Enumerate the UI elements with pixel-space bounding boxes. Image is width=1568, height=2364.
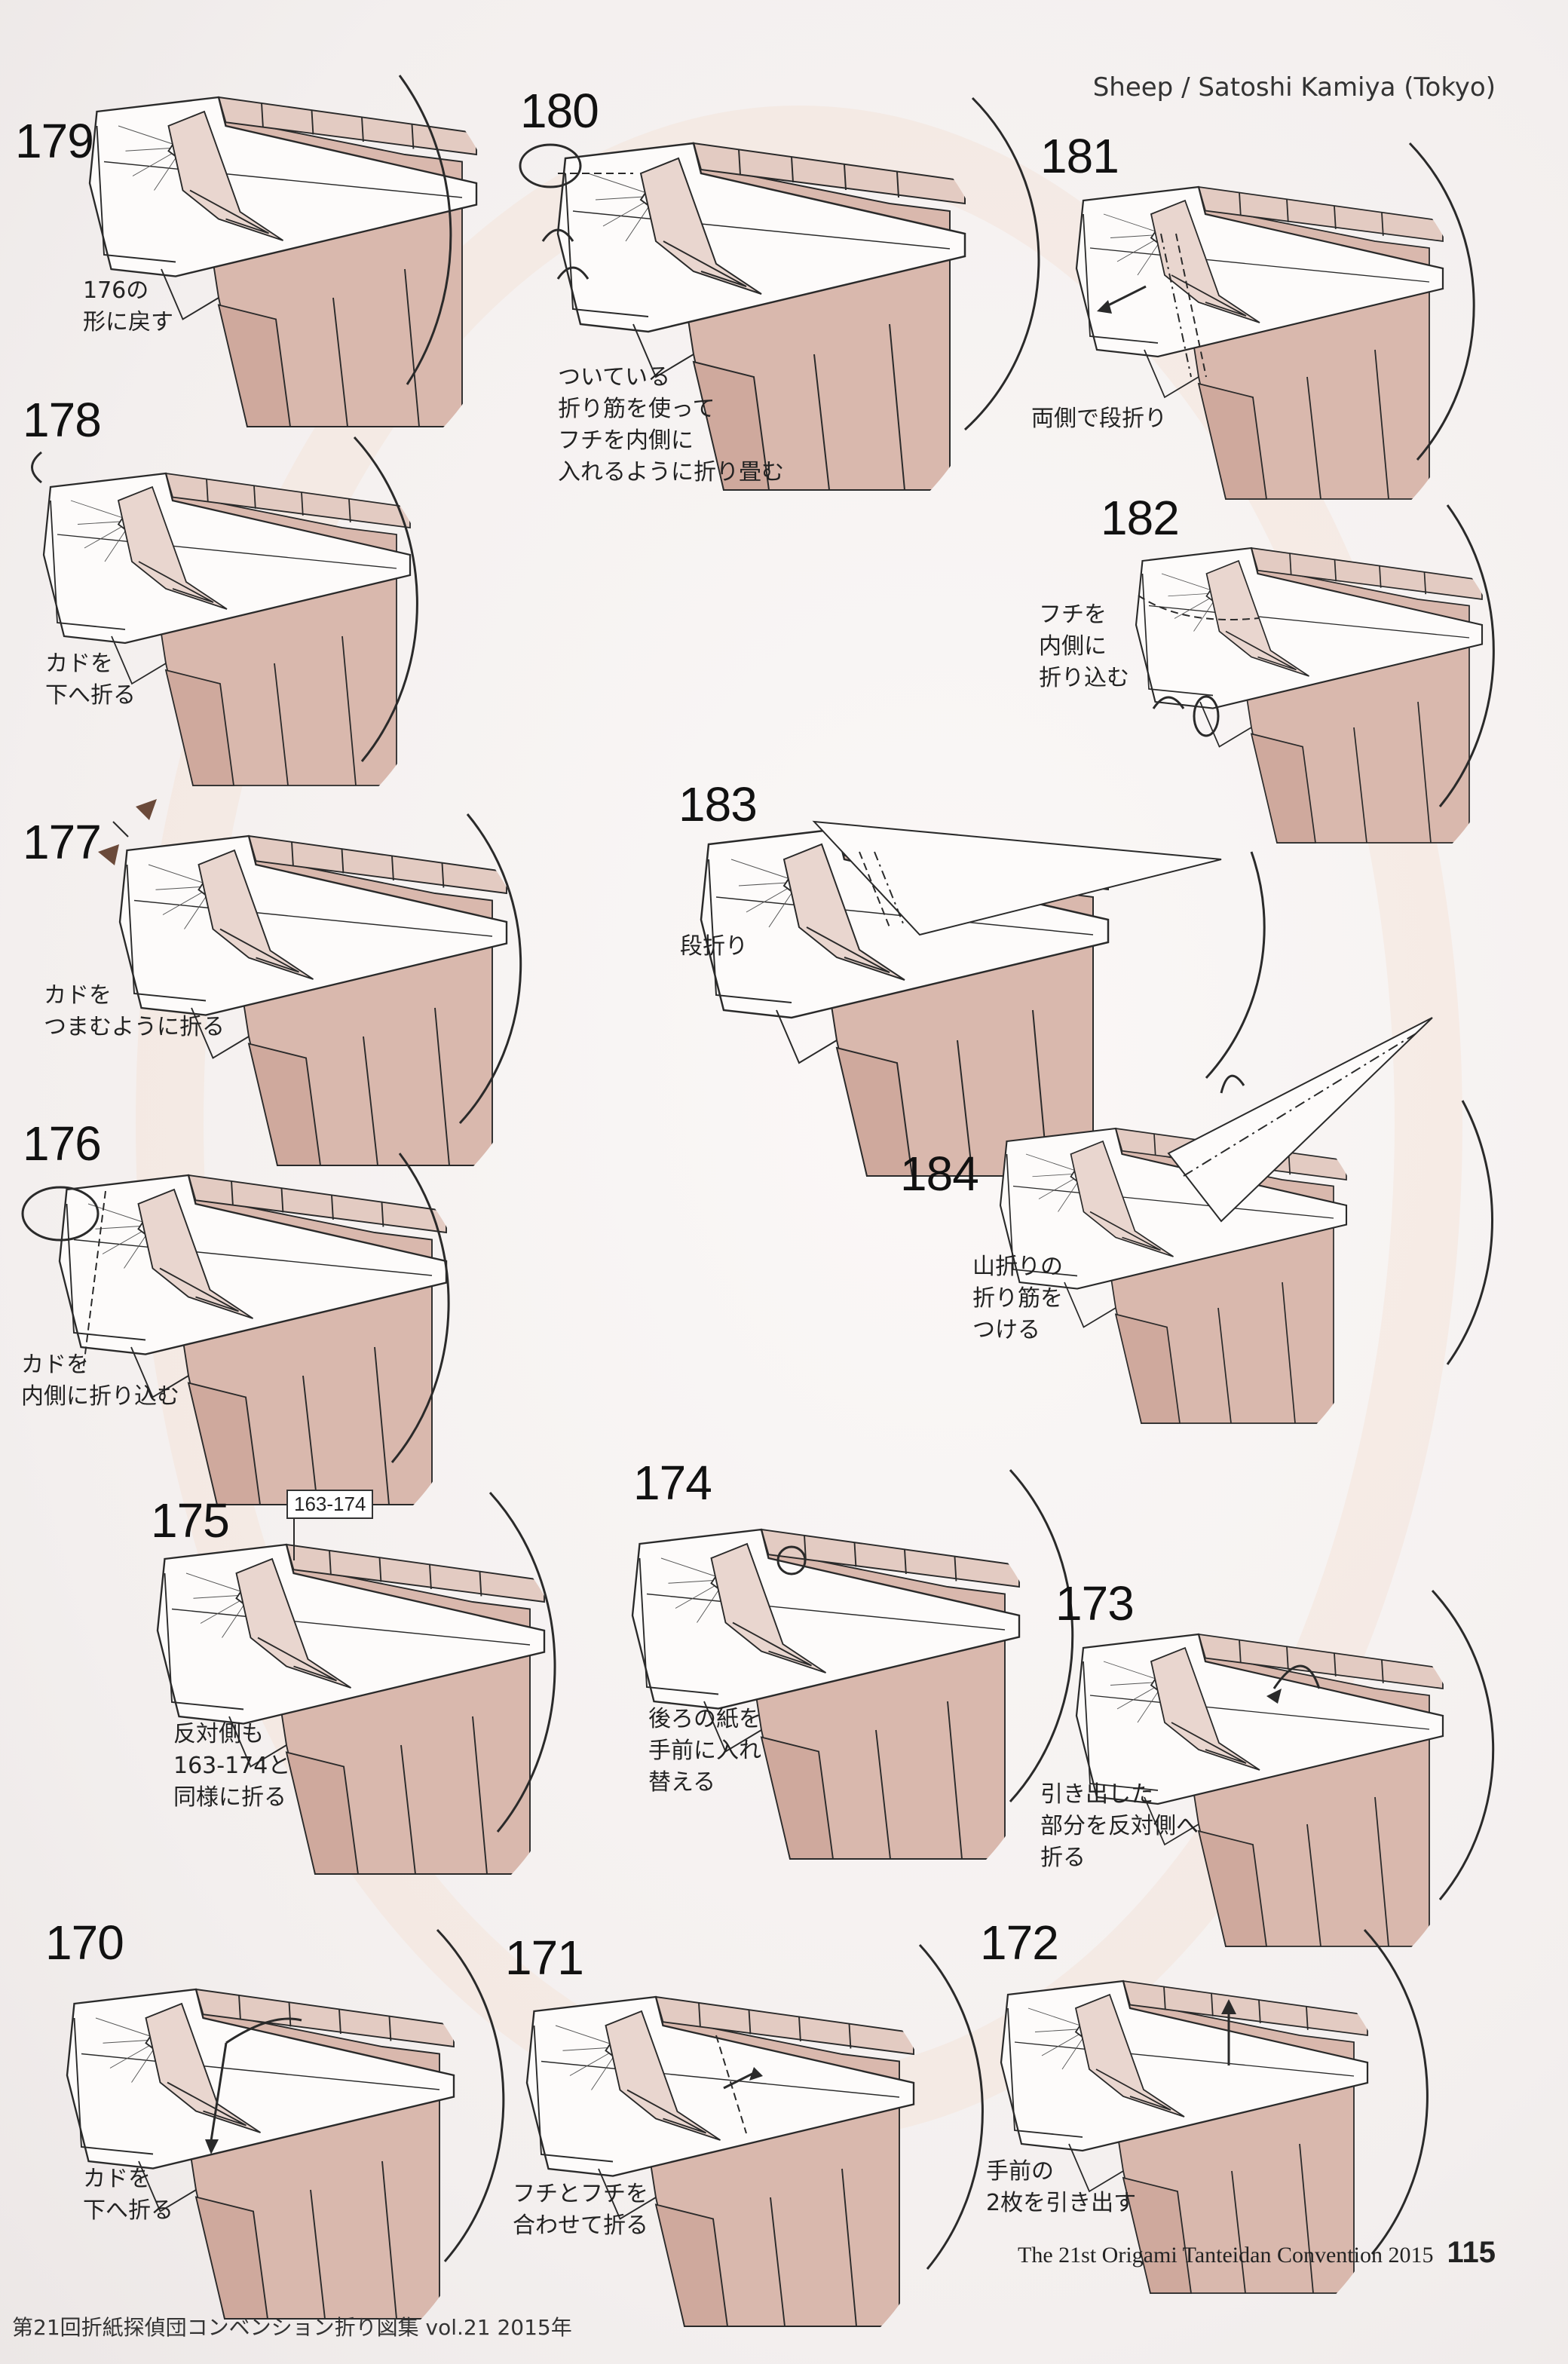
step-173: 173 引き出した 部分を反対側へ 折る [1040, 1575, 1495, 1948]
step-number: 170 [45, 1915, 124, 1970]
footer-publication: 第21回折紙探偵団コンベンション折り図集 vol.21 2015年 [12, 2315, 572, 2340]
step-176: 176 カドを 内側に折り込む [0, 1116, 467, 1506]
step-182: 182 フチを 内側に 折り込む [1033, 490, 1495, 844]
step-179: 179 176の 形に戻す [0, 75, 478, 428]
step-171-diagram [525, 1943, 984, 2328]
step-177-diagram [98, 799, 522, 1167]
step-caption: ついている 折り筋を使って フチを内側に 入れるように折り畳む [558, 364, 784, 485]
step-183: 183 段折り [663, 776, 1282, 1177]
step-number: 179 [15, 114, 94, 168]
page-footer: The 21st Origami Tanteidan Convention 20… [1018, 2236, 1496, 2270]
step-number: 182 [1101, 491, 1180, 545]
step-183-diagram [700, 820, 1266, 1177]
step-number: 173 [1055, 1576, 1135, 1631]
step-174-diagram [631, 1468, 1074, 1860]
reference-box: 163-174 [286, 1490, 374, 1519]
step-caption: フチを 内側に 折り込む [1039, 602, 1129, 691]
step-179-diagram [88, 75, 478, 428]
step-caption: カドを 下へ折る [83, 2166, 173, 2224]
step-180-diagram [519, 96, 1040, 491]
step-caption: 山折りの 折り筋を つける [972, 1254, 1063, 1343]
step-caption: カドを つまむように折る [44, 982, 225, 1040]
step-caption: 段折り [680, 933, 748, 960]
step-172: 172 手前の 2枚を引き出す [972, 1915, 1429, 2295]
step-175-diagram [156, 1491, 556, 1876]
step-number: 177 [23, 815, 102, 869]
step-177: 177 カドを つまむように折る [0, 792, 522, 1167]
step-175: 175 163-174 反対側も 163-174と 同様に折る [121, 1478, 558, 1876]
step-number: 183 [678, 777, 758, 831]
page-header: Sheep / Satoshi Kamiya (Tokyo) [1092, 72, 1496, 103]
step-181: 181 両側で段折り [1025, 128, 1475, 501]
step-number: 172 [980, 1915, 1059, 1970]
step-184-diagram [999, 1017, 1493, 1425]
step-181-diagram [1075, 142, 1475, 501]
step-caption: 両側で段折り [1031, 406, 1167, 432]
step-170-diagram [66, 1928, 505, 2320]
step-180: 180 ついている 折り筋を使って フチを内側に 入れるように折り畳む [482, 83, 1040, 505]
step-172-diagram [1000, 1928, 1429, 2295]
step-173-diagram [1075, 1589, 1495, 1948]
step-caption: カドを 内側に折り込む [21, 1352, 179, 1410]
step-number: 181 [1040, 129, 1119, 183]
step-caption: フチとフチを 合わせて折る [513, 2181, 648, 2239]
step-176-diagram [21, 1153, 450, 1506]
step-number: 184 [900, 1147, 979, 1201]
step-number: 180 [520, 84, 599, 138]
step-caption: 176の 形に戻す [83, 277, 173, 335]
step-174: 174 後ろの紙を 手前に入れ 替える [618, 1455, 1074, 1860]
step-number: 176 [23, 1116, 102, 1171]
step-caption: 引き出した 部分を反対側へ 折る [1040, 1781, 1199, 1871]
step-170: 170 カドを 下へ折る [30, 1915, 505, 2320]
step-caption: カドを 下へ折る [45, 651, 136, 709]
step-178: 178 カドを 下へ折る [0, 392, 422, 787]
step-caption: 手前の 2枚を引き出す [986, 2158, 1137, 2216]
step-171: 171 フチとフチを 合わせて折る [498, 1930, 984, 2328]
page-number: 115 [1447, 2236, 1496, 2269]
step-caption: 後ろの紙を 手前に入れ 替える [648, 1706, 761, 1796]
step-184: 184 山折りの 折り筋を つける [890, 1010, 1493, 1425]
step-number: 174 [633, 1456, 712, 1510]
step-number: 171 [505, 1931, 584, 1985]
step-178-diagram [31, 436, 418, 787]
step-number: 178 [23, 393, 102, 447]
step-182-diagram [1135, 504, 1495, 844]
step-number: 175 [151, 1493, 230, 1548]
footer-title: The 21st Origami Tanteidan Convention 20… [1018, 2243, 1434, 2268]
step-caption: 反対側も 163-174と 同様に折る [173, 1721, 291, 1811]
